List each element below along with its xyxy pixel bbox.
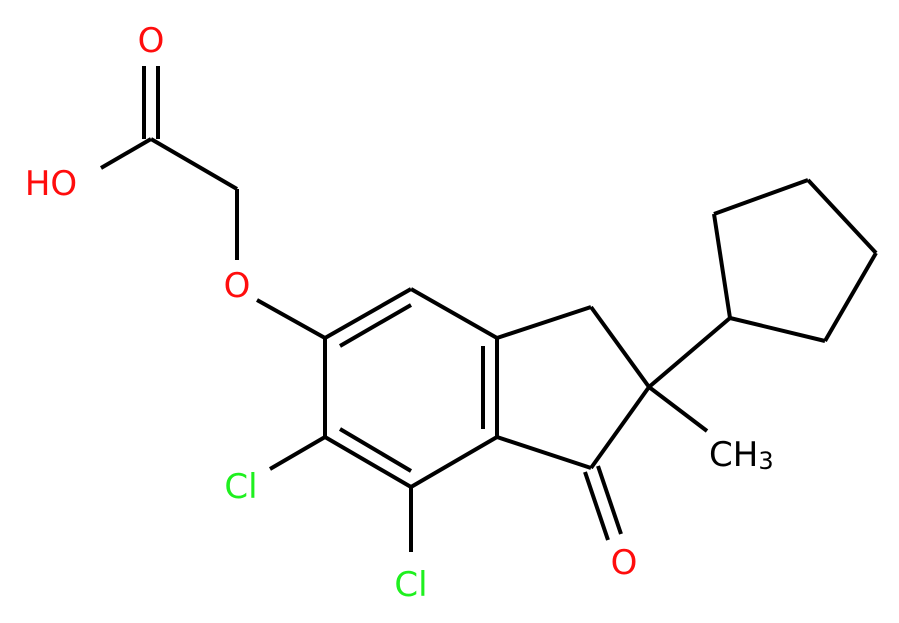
bond-ketone-b — [596, 465, 623, 535]
atom-label-acid-carbonyl-oxygen: O — [138, 21, 165, 61]
atom-label-hydroxyl: HO — [25, 164, 77, 204]
bond-ether-o-ring — [256, 298, 326, 340]
atom-label-chlorine-upper: Cl — [224, 467, 257, 507]
bond-ring-c7-c6-inner — [338, 427, 413, 473]
bond-cp-2-3 — [713, 178, 809, 216]
bond-c3-c2 — [589, 305, 651, 389]
bond-acid-methylene — [149, 137, 239, 191]
atom-label-ketone-oxygen: O — [611, 543, 638, 583]
bond-layer — [99, 66, 878, 552]
atom-label-layer: O HO O Cl Cl O CH3 — [25, 21, 774, 605]
bond-ring-c5-c4-inner — [338, 303, 413, 348]
atom-label-methyl-subscript: 3 — [758, 447, 773, 475]
bond-c3a-c3 — [496, 305, 592, 340]
bond-cp-4-5 — [823, 251, 878, 343]
bond-ketone-a — [583, 471, 610, 541]
atom-label-ether-oxygen: O — [224, 266, 251, 306]
atom-label-methyl: CH3 — [709, 435, 774, 475]
bond-acid-hydroxyl — [99, 137, 153, 170]
bond-c2-methyl — [647, 385, 709, 433]
bond-c6-chlorine — [268, 435, 327, 471]
bond-cp-1-2 — [712, 213, 732, 319]
atom-label-chlorine-lower: Cl — [394, 565, 427, 605]
bond-ring-c4-c3a — [410, 287, 498, 340]
bond-c2-cyclopentyl — [647, 316, 732, 389]
atom-label-methyl-main: CH — [709, 435, 758, 475]
bond-ring-c5-c4 — [324, 287, 412, 340]
bond-cp-3-4 — [806, 178, 878, 255]
bond-c2-c1 — [589, 385, 651, 470]
bond-ring-c7a-c7 — [409, 435, 499, 489]
bond-c1-c7a — [496, 435, 592, 470]
bond-cp-5-1 — [729, 316, 826, 343]
bond-ring-c7-c6 — [323, 435, 413, 489]
